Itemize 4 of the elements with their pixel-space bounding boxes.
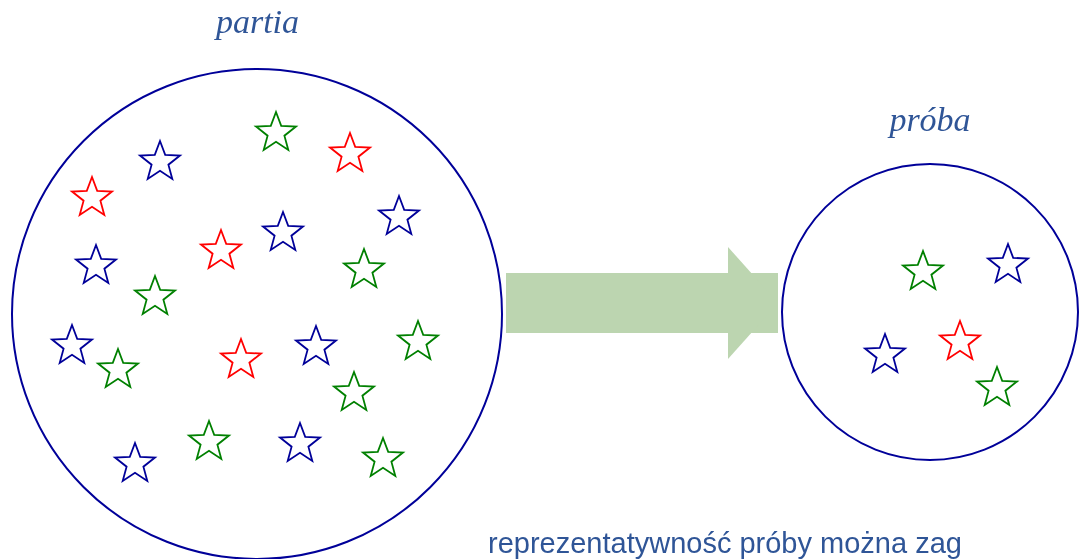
- circle-heading: partia: [213, 2, 301, 42]
- circle-heading: próba: [886, 100, 972, 140]
- block-arrow: [506, 247, 778, 359]
- note-text: reprezentatywność próby można zag: [488, 526, 962, 559]
